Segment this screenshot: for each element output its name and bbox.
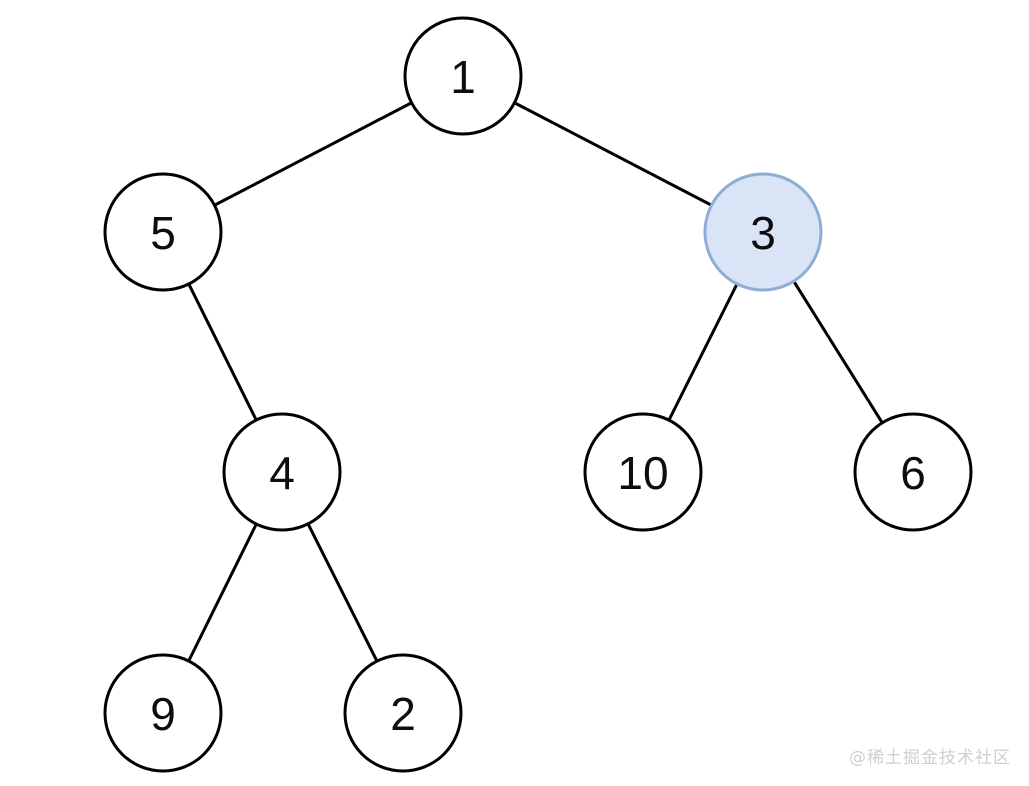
edge-layer [187,101,884,663]
tree-edge [667,282,739,422]
tree-edge [792,279,884,425]
node-circle[interactable] [343,653,463,773]
tree-node[interactable]: 10 [583,412,703,532]
node-circle[interactable] [103,653,223,773]
tree-node[interactable]: 9 [103,653,223,773]
node-label: 2 [390,688,416,740]
watermark-label: @稀土掘金技术社区 [849,748,1011,768]
node-label: 10 [617,447,668,499]
tree-node[interactable]: 5 [103,172,223,292]
node-circle[interactable] [222,412,342,532]
tree-edge [306,522,379,663]
node-circle-highlighted[interactable] [703,172,823,292]
tree-node[interactable]: 6 [853,412,973,532]
node-circle[interactable] [403,16,523,136]
tree-node[interactable]: 3 [703,172,823,292]
node-layer: 1 5 3 4 10 6 9 2 [103,16,973,773]
tree-edge [512,101,714,207]
node-label: 6 [900,447,926,499]
tree-edge [187,522,258,663]
tree-node[interactable]: 2 [343,653,463,773]
tree-edge [212,101,414,207]
node-circle[interactable] [583,412,703,532]
tree-node[interactable]: 1 [403,16,523,136]
node-label: 3 [750,207,776,259]
node-label: 9 [150,688,176,740]
node-circle[interactable] [853,412,973,532]
node-label: 1 [450,51,476,103]
node-label: 5 [150,207,176,259]
node-circle[interactable] [103,172,223,292]
node-label: 4 [269,447,295,499]
tree-node[interactable]: 4 [222,412,342,532]
tree-edge [187,282,258,422]
